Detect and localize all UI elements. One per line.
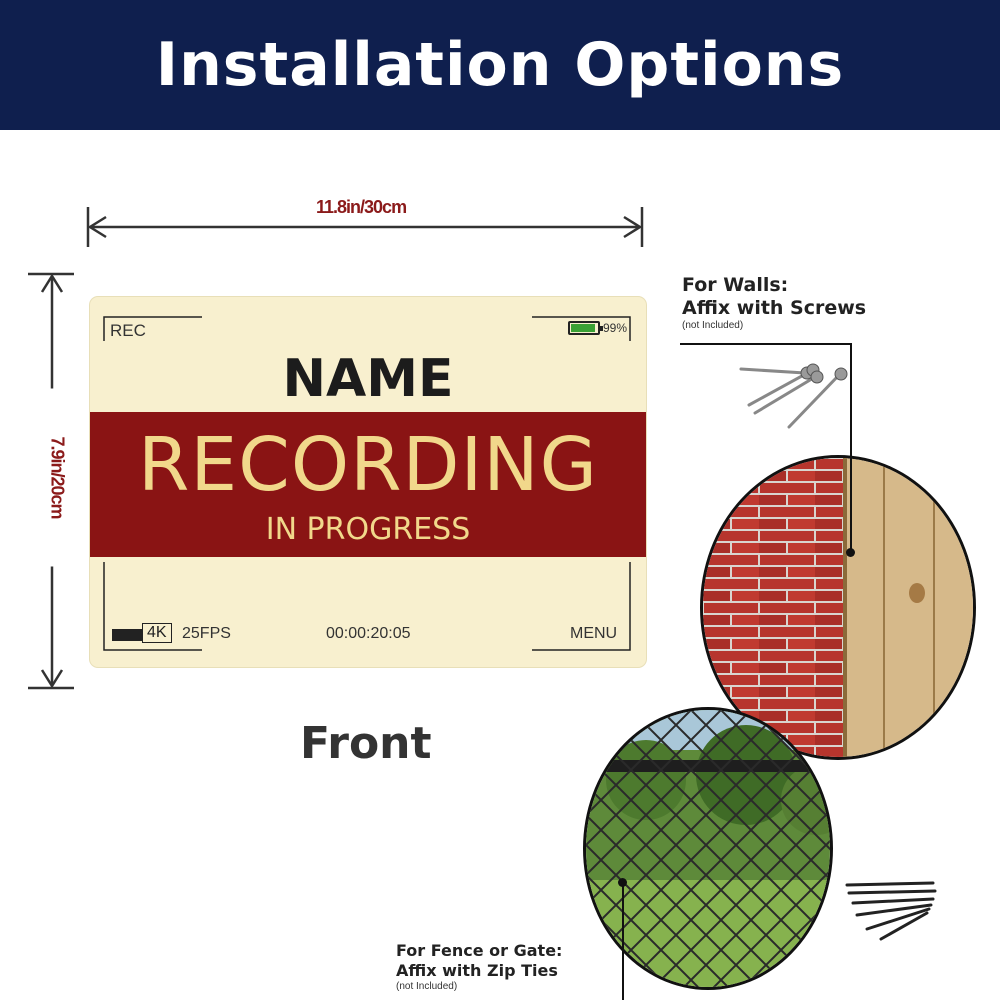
screws-icon bbox=[739, 363, 848, 429]
fence-title-line2: Affix with Zip Ties bbox=[396, 961, 558, 980]
fence-title-line1: For Fence or Gate: bbox=[396, 941, 563, 960]
fence-leader-line bbox=[622, 882, 624, 1000]
walls-leader-top bbox=[680, 343, 852, 345]
fence-photo bbox=[583, 707, 833, 990]
walls-title-line2: Affix with Screws bbox=[682, 297, 867, 319]
signal-bar-icon bbox=[112, 629, 142, 641]
timecode: 00:00:20:05 bbox=[326, 625, 411, 642]
battery-fill bbox=[571, 324, 595, 332]
battery-percent: 99% bbox=[603, 321, 628, 335]
page-title: Installation Options bbox=[155, 30, 845, 100]
battery-icon bbox=[568, 321, 603, 335]
width-dimension: 11.8in/30cm bbox=[86, 197, 644, 247]
width-arrow-icon bbox=[86, 207, 644, 247]
rec-indicator: REC bbox=[110, 321, 146, 340]
resolution-badge: 4K bbox=[142, 623, 172, 643]
recording-band: RECORDING IN PROGRESS bbox=[90, 412, 646, 557]
walls-note: (not Included) bbox=[682, 320, 744, 331]
walls-title-line1: For Walls: bbox=[682, 274, 789, 296]
header-banner: Installation Options bbox=[0, 0, 1000, 130]
fence-leader-dot bbox=[618, 878, 627, 887]
fence-note: (not Included) bbox=[396, 981, 458, 992]
zip-ties-icon bbox=[845, 881, 937, 941]
height-dimension: 7.9in/20cm bbox=[28, 272, 88, 692]
recording-headline: RECORDING bbox=[137, 422, 598, 508]
walls-leader-line bbox=[850, 343, 852, 551]
fps-label: 25FPS bbox=[182, 625, 231, 642]
fence-callout: For Fence or Gate: Affix with Zip Ties (… bbox=[396, 941, 562, 993]
viewfinder-frame bbox=[103, 316, 631, 651]
width-label: 11.8in/30cm bbox=[312, 197, 411, 218]
walls-leader-dot bbox=[846, 548, 855, 557]
in-progress-text: IN PROGRESS bbox=[265, 512, 471, 547]
menu-label: MENU bbox=[570, 625, 618, 642]
height-label: 7.9in/20cm bbox=[46, 388, 68, 567]
recording-sign: REC 99% NAME RECORDING IN PROGRESS 4K 25… bbox=[90, 297, 646, 667]
sign-name: NAME bbox=[282, 349, 454, 409]
front-label: Front bbox=[300, 718, 432, 769]
walls-callout: For Walls: Affix with Screws (not Includ… bbox=[682, 274, 866, 332]
